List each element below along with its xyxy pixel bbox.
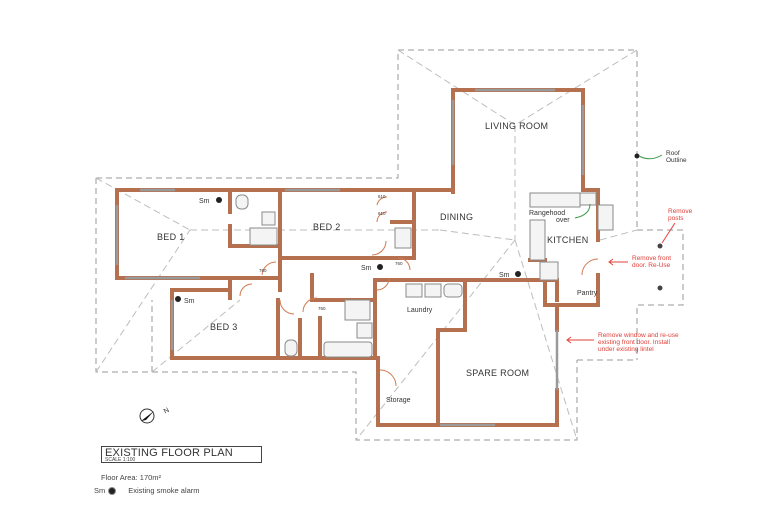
svg-text:Sm: Sm [499, 272, 510, 279]
door-width-bed1: 760 [259, 268, 267, 273]
remove-window-note-3: under existing lintel [598, 346, 654, 353]
windows [115, 88, 585, 427]
roof-hip-lines [95, 49, 638, 441]
rangehood-leader [574, 203, 591, 219]
post-icon [657, 243, 663, 249]
door-width-hall: 760 [395, 261, 403, 266]
roof-outline-label: Roof [666, 150, 680, 157]
legend: Sm Existing smoke alarm [94, 486, 200, 495]
post-icon [657, 285, 663, 291]
smoke-alarm-icon [108, 486, 117, 495]
svg-text:Sm: Sm [361, 265, 372, 272]
fixtures [235, 192, 614, 358]
floor-area: Floor Area: 170m² [101, 473, 162, 482]
smoke-alarm-dining: Sm [499, 271, 521, 279]
svg-text:Sm: Sm [199, 198, 210, 205]
plan-scale: SCALE 1:100 [105, 457, 136, 463]
remove-posts-arrow [661, 222, 676, 244]
roof-outline-leader [638, 154, 663, 160]
remove-window-note-2: existing front door. Install [598, 339, 670, 346]
svg-text:N: N [163, 407, 171, 416]
walls [115, 88, 600, 427]
door-width-bath: 760 [318, 306, 326, 311]
remove-posts-note-2: posts [668, 215, 684, 222]
remove-door-note-2: door. Re-Use [632, 262, 671, 269]
smoke-alarm-bed1: Sm [199, 197, 222, 205]
room-label-storage: Storage [386, 397, 411, 404]
door-width-bed2-b: 610 [378, 211, 386, 216]
remove-door-note: Remove front [632, 255, 671, 262]
remove-window-note: Remove window and re-use [598, 332, 679, 339]
north-arrow-icon: N [139, 407, 171, 424]
room-label-living-room: LIVING ROOM [485, 121, 548, 131]
door-width-bed2-a: 610 [378, 194, 386, 199]
remove-posts-note: Remove [668, 208, 693, 215]
smoke-alarm-hall: Sm [361, 264, 383, 272]
room-label-spare-room: SPARE ROOM [466, 368, 529, 378]
plan-title: EXISTING FLOOR PLAN [105, 447, 233, 459]
title-block: EXISTING FLOOR PLAN SCALE 1:100 [101, 446, 262, 463]
room-label-pantry: Pantry [577, 290, 598, 297]
rangehood-label-over: over [556, 217, 570, 224]
smoke-alarm-icon [377, 264, 383, 270]
smoke-alarm-icon [515, 271, 521, 277]
room-label-bed2: BED 2 [313, 222, 341, 232]
room-label-laundry: Laundry [407, 307, 433, 314]
legend-symbol: Sm [94, 486, 106, 495]
rangehood-label: Rangehood [529, 210, 565, 217]
svg-text:Sm: Sm [184, 298, 195, 305]
roof-outline-marker [634, 153, 640, 159]
room-label-bed1: BED 1 [157, 232, 185, 242]
roof-outline-label-2: Outline [666, 157, 687, 164]
roof-outline [95, 49, 684, 441]
smoke-alarm-icon [216, 197, 222, 203]
room-label-kitchen: KITCHEN [547, 235, 589, 245]
room-label-dining: DINING [440, 212, 473, 222]
legend-description: Existing smoke alarm [128, 486, 200, 495]
door-swings [239, 196, 599, 387]
smoke-alarm-bed3: Sm [175, 296, 195, 305]
smoke-alarm-icon [175, 296, 181, 302]
room-label-bed3: BED 3 [210, 322, 238, 332]
